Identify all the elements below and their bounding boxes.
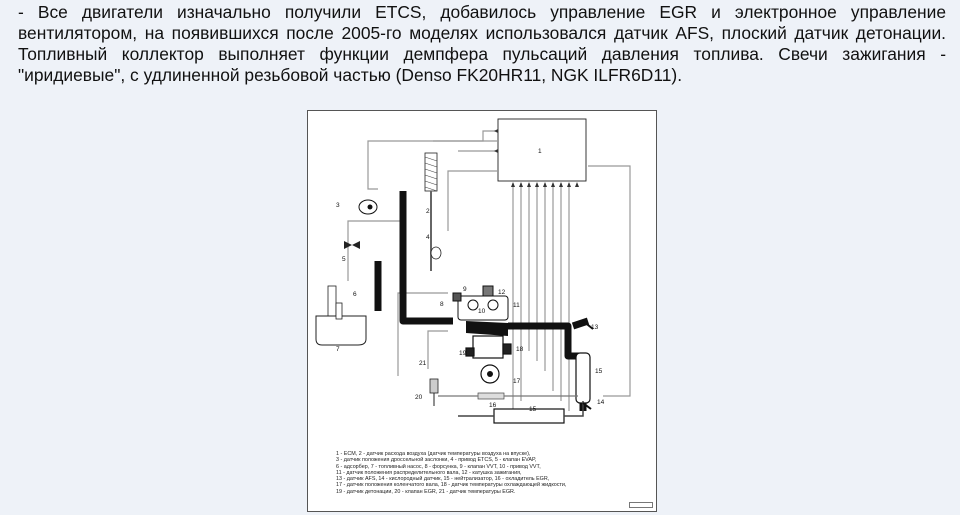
label-15a: 15 (595, 368, 603, 375)
label-6: 6 (353, 291, 357, 298)
fuel-tank (315, 315, 367, 346)
engine-control-diagram: 1 2 3 4 5 6 7 8 9 10 11 12 13 14 15 15 1… (307, 110, 657, 512)
legend-line: 6 - адсорбер, 7 - топливный насос, 8 - ф… (336, 463, 541, 470)
afs-sensor (582, 320, 594, 330)
diagram-drawing: 1 2 3 4 5 6 7 8 9 10 11 12 13 14 15 15 1… (315, 118, 631, 424)
egr-cooler (477, 392, 505, 400)
label-12: 12 (498, 289, 506, 296)
description-paragraph: - Все двигатели изначально получили ETCS… (18, 2, 946, 85)
ecm-wiring (347, 130, 631, 411)
legend-line: 3 - датчик положения дроссельной заслонк… (336, 457, 537, 464)
engine-block (465, 335, 512, 359)
label-20: 20 (415, 394, 423, 401)
ecm-input-arrows (494, 129, 579, 187)
evap-valve (344, 241, 360, 249)
label-21: 21 (419, 360, 427, 367)
etcs-actuator (430, 246, 442, 260)
cylinder-top (466, 321, 508, 336)
legend-line: 13 - датчик AFS, 14 - кислородный датчик… (336, 476, 550, 483)
label-17: 17 (513, 378, 521, 385)
diagram-legend: 1 - ECM, 2 - датчик расхода воздуха (дат… (336, 451, 648, 495)
label-15b: 15 (529, 406, 537, 413)
label-14: 14 (597, 399, 605, 406)
label-19: 19 (459, 350, 467, 357)
label-11: 11 (513, 302, 520, 309)
intake-pipe (374, 191, 453, 325)
cylinder-head (452, 285, 509, 321)
catalyst-upper (575, 352, 591, 404)
label-13: 13 (591, 324, 599, 331)
ecm-box (497, 118, 587, 182)
legend-line: 11 - датчик положения распределительного… (336, 469, 522, 476)
label-4: 4 (426, 234, 430, 241)
figure-reference-box (629, 502, 653, 508)
label-2: 2 (426, 208, 430, 215)
egr-valve (429, 378, 439, 394)
label-7: 7 (336, 346, 340, 353)
oxygen-sensor (582, 402, 592, 410)
legend-line: 19 - датчик детонации, 20 - клапан EGR, … (336, 488, 516, 495)
legend-line: 1 - ECM, 2 - датчик расхода воздуха (дат… (336, 451, 531, 457)
label-9: 9 (463, 286, 467, 293)
legend-line: 17 - датчик положения коленчатого вала, … (336, 482, 567, 489)
label-1: 1 (538, 148, 542, 155)
label-18: 18 (516, 346, 524, 353)
label-5: 5 (342, 256, 346, 263)
label-10: 10 (478, 308, 486, 315)
adsorber (327, 285, 337, 317)
label-8: 8 (440, 301, 444, 308)
label-16: 16 (489, 402, 497, 409)
label-3: 3 (336, 202, 340, 209)
